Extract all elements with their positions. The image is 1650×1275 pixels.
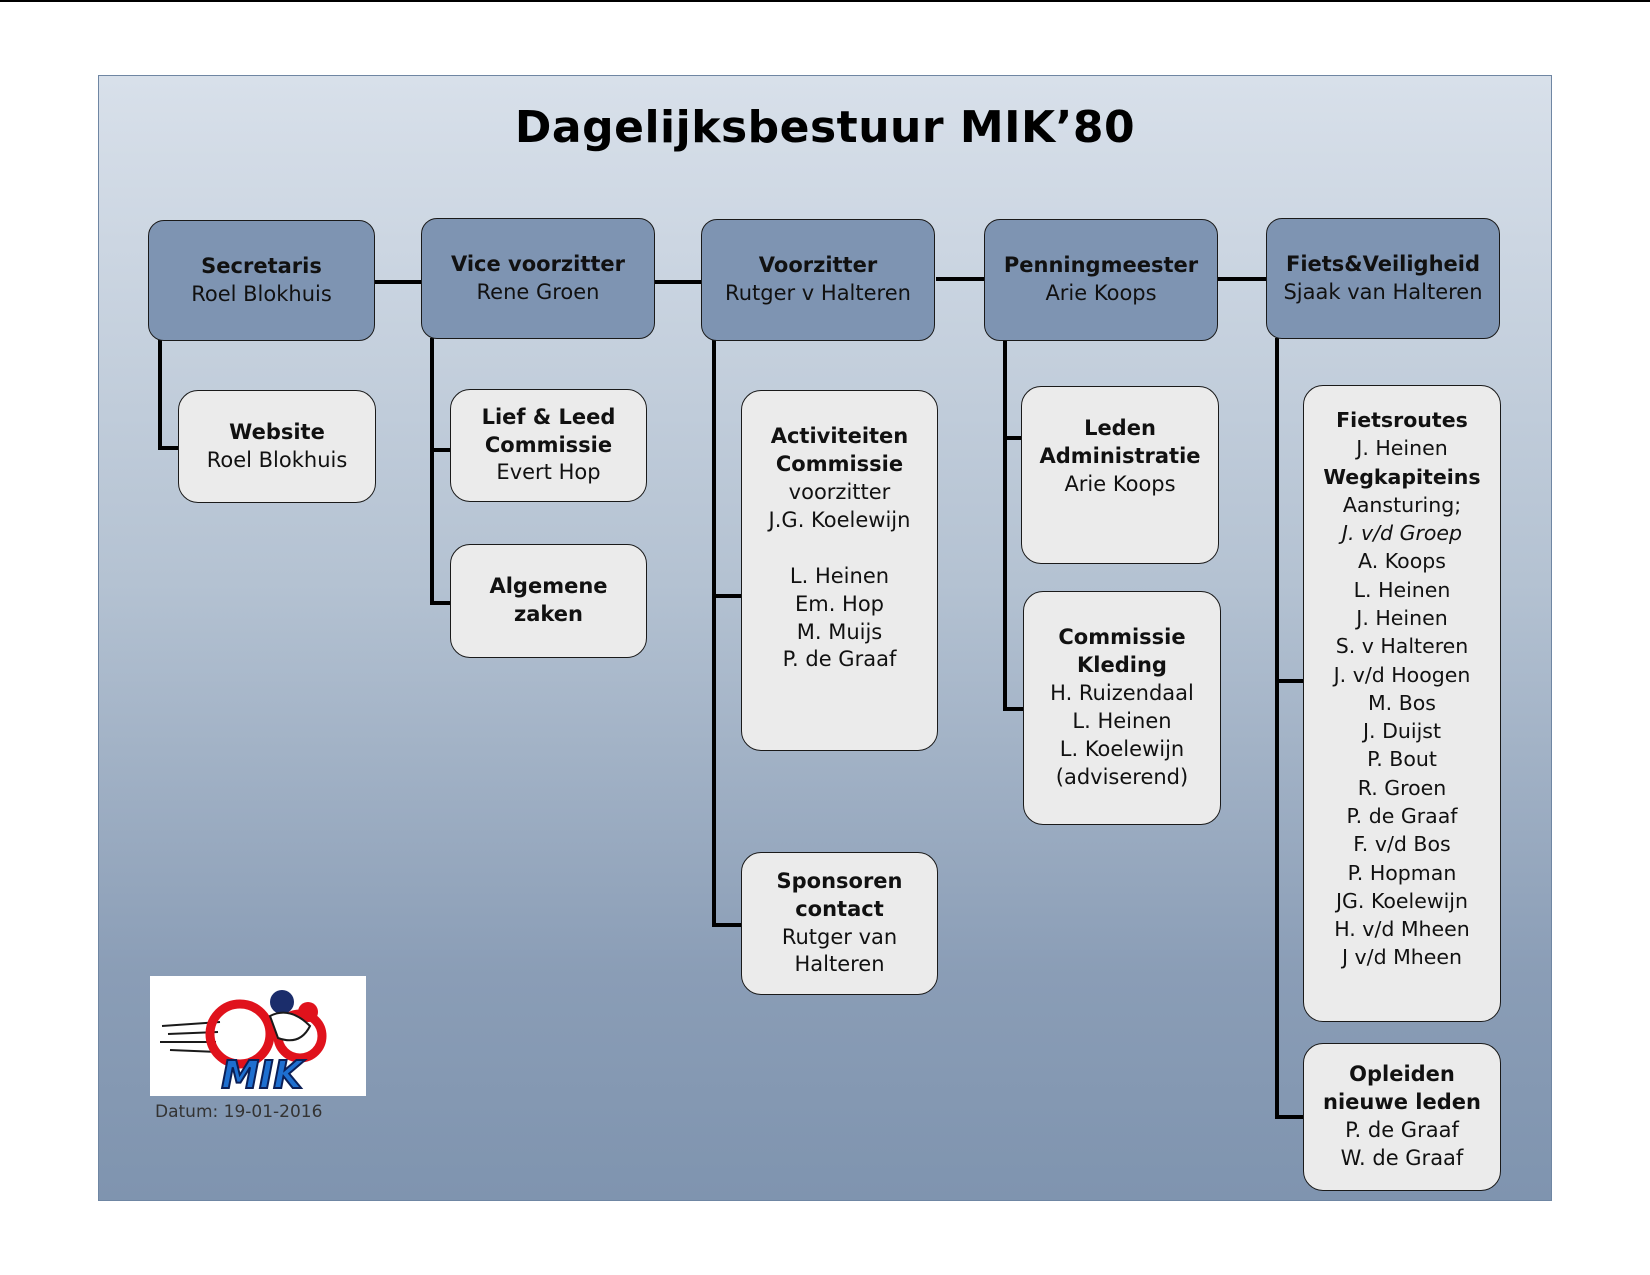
leden-title-2: Administratie (1039, 443, 1201, 468)
voorzitter-role: Voorzitter (758, 253, 878, 278)
list-item: J. Duijst (1363, 719, 1441, 744)
box-website: Website Roel Blokhuis (178, 390, 376, 503)
box-commissie-kleding: Commissie Kleding H. Ruizendaal L. Heine… (1023, 591, 1221, 825)
list-item: A. Koops (1358, 549, 1446, 574)
sponsoren-name-2: Halteren (794, 952, 885, 977)
wegkapiteins-title: Wegkapiteins (1323, 464, 1481, 489)
mik-logo: MIK (150, 976, 366, 1098)
lief-title-2: Commissie (484, 432, 613, 457)
list-item: JG. Koelewijn (1336, 888, 1468, 913)
activiteiten-title-1: Activiteiten (770, 424, 909, 448)
list-item: Em. Hop (794, 591, 885, 616)
fiets-role: Fiets&Veiligheid (1285, 251, 1481, 276)
penning-role: Penningmeester (1003, 253, 1199, 278)
voorzitter-name: Rutger v Halteren (725, 281, 911, 305)
activiteiten-chair-label: voorzitter (788, 479, 891, 504)
datum-label: Datum: 19-01-2016 (155, 1102, 323, 1122)
list-item: R. Groen (1357, 775, 1447, 800)
box-lief-leed: Lief & Leed Commissie Evert Hop (450, 389, 647, 502)
fietsroutes-title: Fietsroutes (1336, 408, 1468, 432)
activiteiten-chair: J.G. Koelewijn (768, 507, 911, 532)
list-item: J. v/d Hoogen (1333, 662, 1471, 687)
aansturing-lead: J. v/d Groep (1341, 521, 1463, 546)
list-item: H. Ruizendaal (1050, 681, 1194, 706)
sponsoren-title-2: contact (795, 896, 884, 921)
aansturing-label: Aansturing; (1342, 492, 1462, 517)
board-box-fiets-veiligheid: Fiets&Veiligheid Sjaak van Halteren (1266, 218, 1500, 339)
activiteiten-title-2: Commissie (775, 451, 904, 476)
list-item: P. de Graaf (782, 647, 897, 672)
lief-title-1: Lief & Leed (481, 404, 616, 429)
secretaris-name: Roel Blokhuis (191, 281, 332, 306)
leden-name: Arie Koops (1064, 471, 1176, 496)
list-item: P. Hopman (1347, 860, 1457, 885)
fietsroutes-name: J. Heinen (1356, 436, 1448, 461)
penning-name: Arie Koops (1045, 281, 1157, 305)
list-item: P. de Graaf (1345, 1118, 1459, 1142)
box-fietsroutes: Fietsroutes J. Heinen Wegkapiteins Aanst… (1303, 385, 1501, 1022)
list-item: W. de Graaf (1340, 1145, 1464, 1170)
kleding-title-1: Commissie (1058, 625, 1186, 650)
list-item: F. v/d Bos (1353, 832, 1451, 857)
list-item: L. Heinen (1353, 577, 1451, 602)
list-item: H. v/d Mheen (1334, 917, 1470, 942)
sponsoren-name-1: Rutger van (781, 924, 898, 949)
box-opleiden-nieuwe-leden: Opleiden nieuwe leden P. de Graaf W. de … (1303, 1043, 1501, 1191)
logo-text: MIK (221, 1053, 305, 1096)
list-item: J. Heinen (1356, 605, 1448, 630)
list-item: J v/d Mheen (1341, 945, 1463, 970)
website-title: Website (229, 419, 325, 444)
cyclist-logo-icon: MIK (160, 990, 327, 1098)
leden-title-1: Leden (1084, 416, 1156, 440)
kleding-title-2: Kleding (1077, 653, 1167, 678)
list-item: L. Heinen (789, 563, 890, 588)
list-item: P. Bout (1367, 747, 1437, 772)
list-item: P. de Graaf (1346, 803, 1458, 828)
board-box-secretaris: Secretaris Roel Blokhuis (148, 220, 375, 341)
website-name: Roel Blokhuis (206, 447, 348, 472)
opleiden-title-1: Opleiden (1349, 1062, 1455, 1087)
box-leden-administratie: Leden Administratie Arie Koops (1021, 386, 1219, 564)
box-sponsoren-contact: Sponsoren contact Rutger van Halteren (741, 852, 938, 995)
fiets-name: Sjaak van Halteren (1283, 279, 1483, 304)
box-activiteiten-commissie: Activiteiten Commissie voorzitter J.G. K… (741, 390, 938, 751)
board-box-penningmeester: Penningmeester Arie Koops (984, 219, 1218, 341)
board-box-voorzitter: Voorzitter Rutger v Halteren (701, 219, 935, 341)
opleiden-title-2: nieuwe leden (1323, 1090, 1481, 1115)
vice-name: Rene Groen (476, 279, 600, 304)
list-item: L. Koelewijn (1059, 736, 1185, 761)
top-border-line (0, 0, 1650, 2)
lief-name: Evert Hop (496, 460, 601, 485)
box-algemene-zaken: Algemene zaken (450, 544, 647, 658)
algemene-title-1: Algemene (489, 574, 608, 599)
list-item: M. Bos (1367, 690, 1436, 715)
secretaris-role: Secretaris (201, 253, 322, 278)
sponsoren-title-1: Sponsoren (776, 868, 903, 893)
list-item: M. Muijs (796, 619, 883, 644)
page-title: Dagelijksbestuur MIK’80 (514, 102, 1136, 153)
list-item: S. v Halteren (1335, 634, 1469, 659)
list-item: (adviserend) (1055, 764, 1189, 789)
list-item: L. Heinen (1072, 709, 1172, 733)
vice-role: Vice voorzitter (450, 251, 626, 276)
board-box-vice-voorzitter: Vice voorzitter Rene Groen (421, 218, 655, 339)
algemene-title-2: zaken (514, 602, 583, 626)
